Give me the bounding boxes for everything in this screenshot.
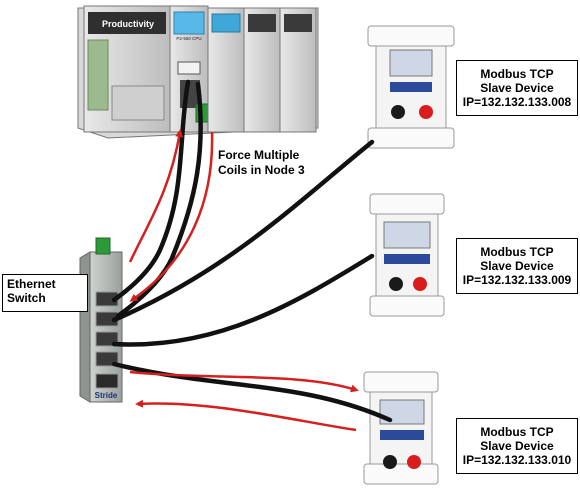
slave-3-protocol: Modbus TCP [480, 425, 554, 439]
arrow-plc-to-switch [129, 131, 214, 302]
slave-device-3-label: Modbus TCP Slave Device IP=132.132.133.0… [456, 418, 578, 474]
slave-3-role: Slave Device [480, 439, 554, 453]
ethernet-switch-label: Ethernet Switch [2, 274, 88, 312]
force-coils-note-line1: Force Multiple [218, 148, 300, 162]
plc-rack: Productivity P2-550 CPU [77, 5, 319, 139]
slave-device-2 [369, 193, 445, 317]
force-coils-note: Force Multiple Coils in Node 3 [218, 148, 305, 178]
ethernet-switch-label-line1: Ethernet [7, 277, 56, 291]
slave-2-role: Slave Device [480, 259, 554, 273]
slave-device-3 [363, 371, 439, 485]
arrow-switch-to-plc [128, 129, 184, 263]
ethernet-switch-label-line2: Switch [7, 291, 46, 305]
cable-switch-to-slave-2 [111, 253, 375, 347]
arrow-slave-3-to-switch [135, 399, 357, 432]
force-coils-note-line2: Coils in Node 3 [218, 163, 305, 177]
slave-1-ip: IP=132.132.133.008 [462, 95, 572, 109]
cable-plc-to-switch-2 [115, 81, 203, 319]
cable-plc-to-switch [111, 79, 191, 303]
arrow-switch-to-slave-3 [129, 370, 359, 393]
switch-brand-label: Stride [95, 391, 118, 400]
slave-3-ip: IP=132.132.133.010 [462, 453, 572, 467]
slave-1-role: Slave Device [480, 81, 554, 95]
flow-arrows [128, 129, 359, 432]
plc-brand-label: Productivity [102, 19, 154, 29]
slave-device-1-label: Modbus TCP Slave Device IP=132.132.133.0… [456, 60, 578, 116]
slave-device-2-label: Modbus TCP Slave Device IP=132.132.133.0… [456, 238, 578, 294]
cables [111, 79, 393, 423]
slave-2-ip: IP=132.132.133.009 [462, 273, 572, 287]
slave-1-protocol: Modbus TCP [480, 67, 554, 81]
slave-2-protocol: Modbus TCP [480, 245, 554, 259]
cpu-label: P2-550 CPU [176, 36, 201, 41]
cable-switch-to-slave-1 [111, 139, 375, 323]
cable-switch-to-slave-3 [111, 361, 393, 423]
slave-device-1 [367, 25, 455, 149]
